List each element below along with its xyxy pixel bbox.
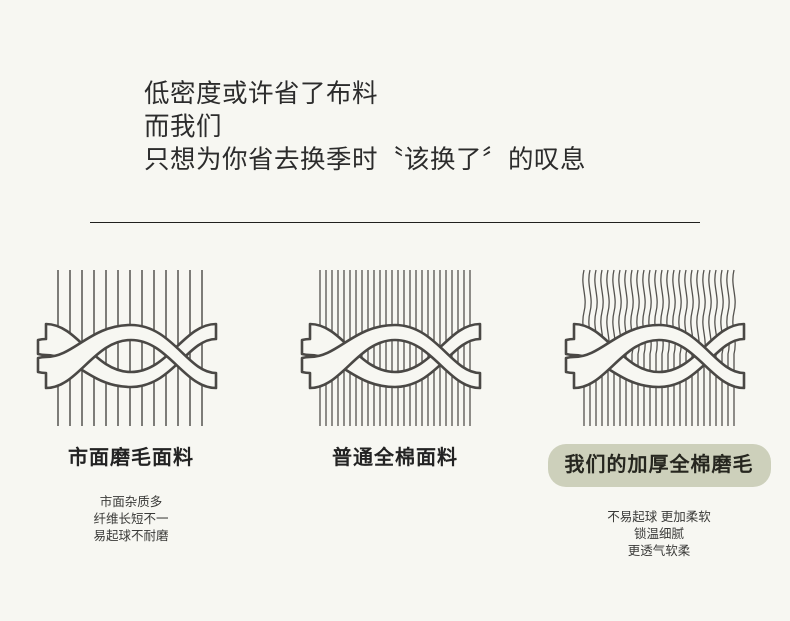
sub-line: 纤维长短不一 xyxy=(93,512,169,526)
sub-line: 更透气软柔 xyxy=(627,544,691,558)
fabric-column-ordinary-cotton: 普通全棉面料 xyxy=(275,262,515,494)
horizontal-divider xyxy=(90,222,700,223)
fabric-subtext-our-thick-cotton: 不易起球 更加柔软 锁温细腻 更透气软柔 xyxy=(607,509,710,560)
woven-fabric-crimped-brushed-icon xyxy=(564,262,754,434)
headline-line-1: 低密度或许省了布料 xyxy=(144,80,379,108)
headline-line-3: 只想为你省去换季时〝该换了〞的叹息 xyxy=(144,146,587,174)
woven-fabric-dense-straight-icon xyxy=(300,262,490,434)
fabric-column-market-brushed: 市面磨毛面料 市面杂质多 纤维长短不一 易起球不耐磨 xyxy=(11,262,251,545)
woven-fabric-sparse-straight-icon xyxy=(36,262,226,434)
headline-line-2: 而我们 xyxy=(144,113,223,141)
sub-line: 市面杂质多 xyxy=(99,495,163,509)
headline-block: 低密度或许省了布料 而我们 只想为你省去换季时〝该换了〞的叹息 xyxy=(144,78,764,177)
fabric-comparison-row: 市面磨毛面料 市面杂质多 纤维长短不一 易起球不耐磨 xyxy=(0,262,790,560)
sub-line: 易起球不耐磨 xyxy=(93,529,169,543)
fabric-label-ordinary-cotton: 普通全棉面料 xyxy=(332,447,458,469)
fabric-subtext-market-brushed: 市面杂质多 纤维长短不一 易起球不耐磨 xyxy=(93,494,168,545)
fabric-column-our-thick-cotton: 我们的加厚全棉磨毛 不易起球 更加柔软 锁温细腻 更透气软柔 xyxy=(539,262,779,560)
sub-line: 不易起球 更加柔软 xyxy=(607,510,711,524)
fabric-label-market-brushed: 市面磨毛面料 xyxy=(68,447,194,469)
sub-line: 锁温细腻 xyxy=(633,527,684,541)
fabric-label-our-thick-cotton: 我们的加厚全棉磨毛 xyxy=(547,444,771,487)
